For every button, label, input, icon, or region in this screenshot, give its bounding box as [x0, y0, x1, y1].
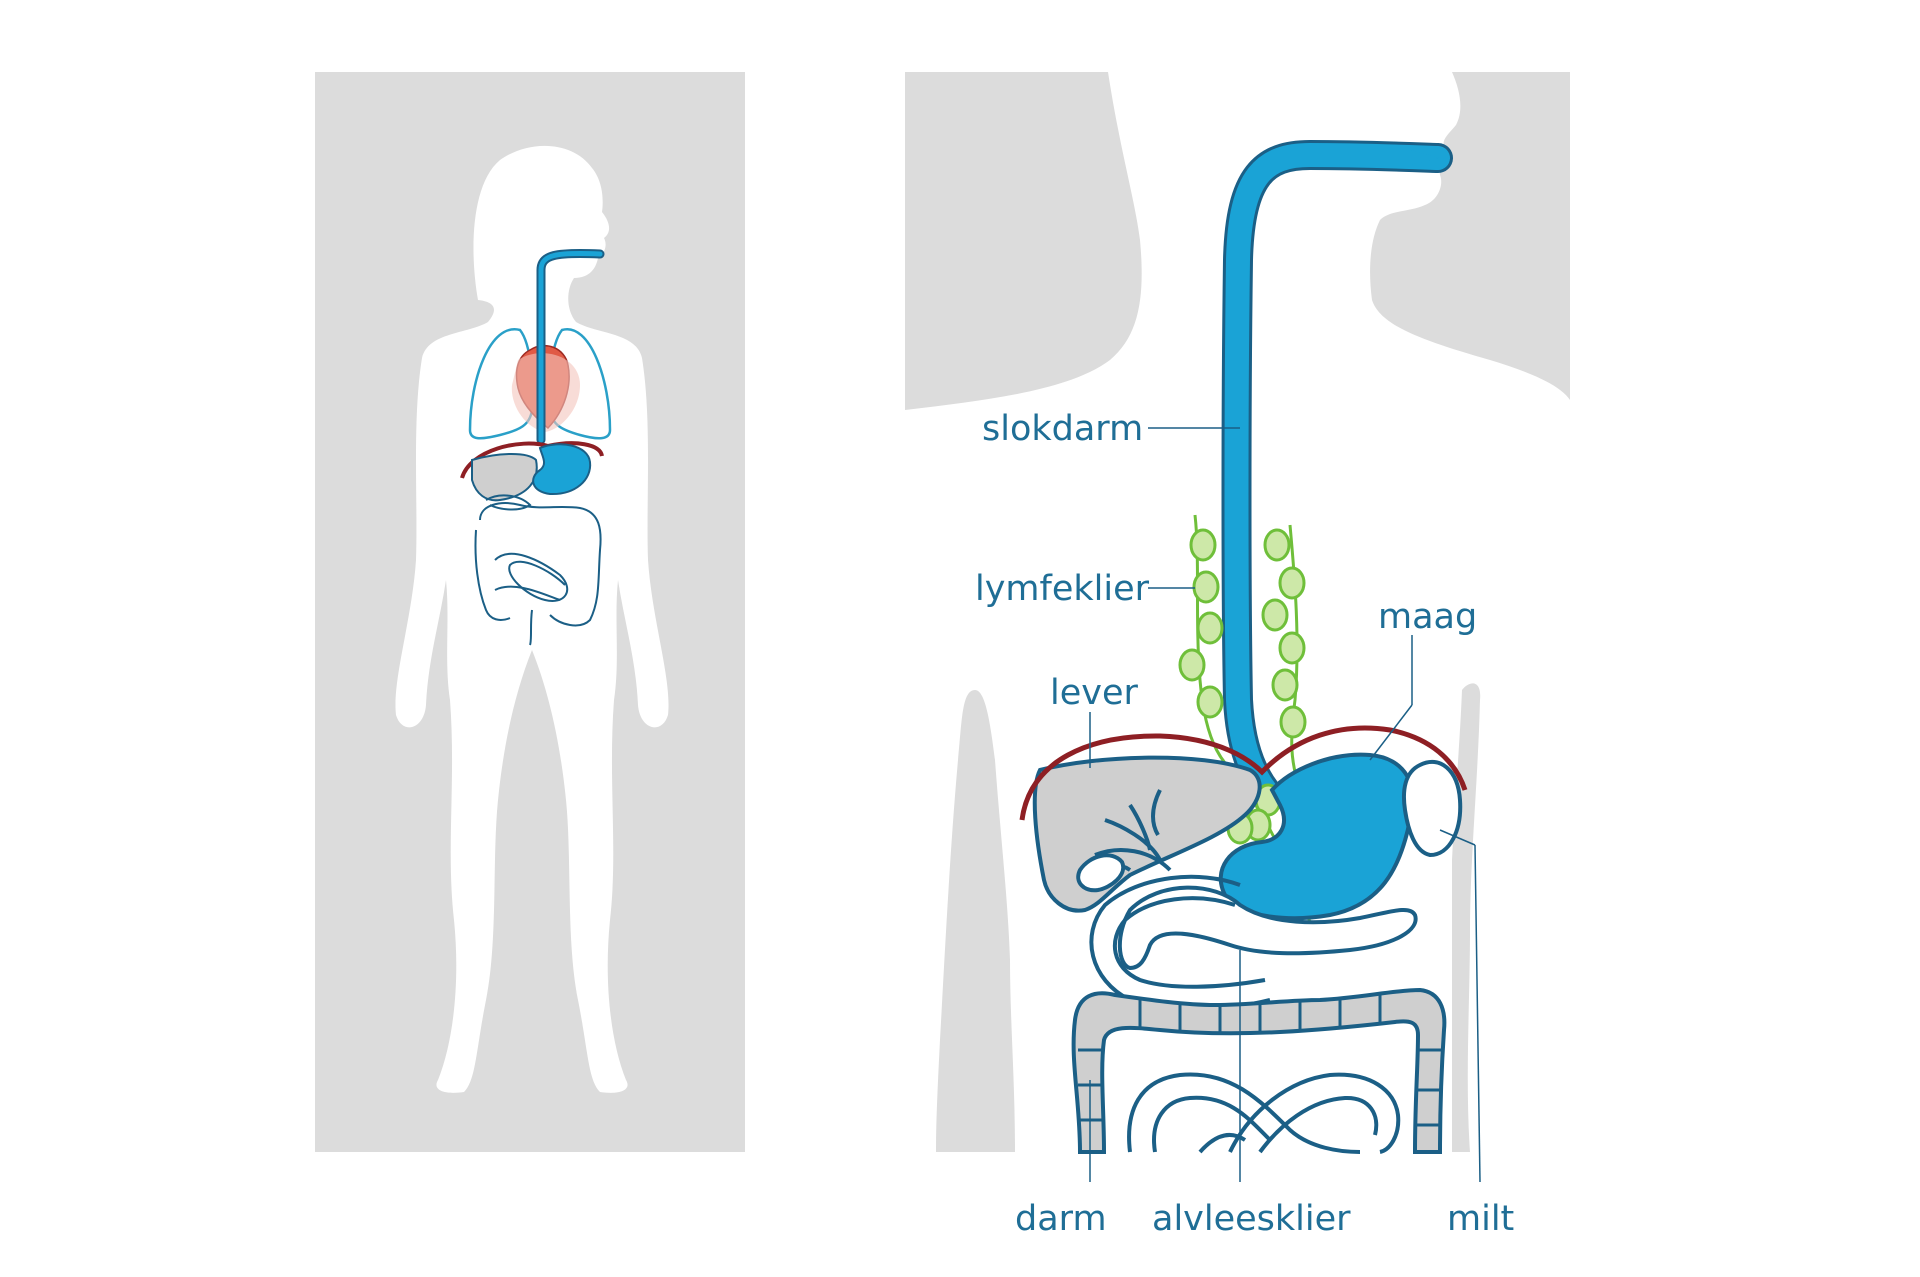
duodenum-inner — [1112, 896, 1266, 989]
esophagus-fill — [1224, 142, 1450, 802]
detail-panel: slokdarm lymfeklier maag lever darm alvl… — [905, 72, 1570, 1239]
label-maag: maag — [1378, 597, 1477, 637]
lymph-node-chain-right — [1261, 524, 1307, 791]
leader-milt-2 — [1474, 844, 1481, 1183]
label-slokdarm: slokdarm — [982, 409, 1143, 449]
spleen — [1401, 759, 1463, 858]
label-milt: milt — [1447, 1199, 1514, 1239]
pericardium — [511, 353, 580, 432]
stomach — [1218, 752, 1416, 921]
esophagus-tip — [1410, 150, 1440, 165]
leader-maag-2 — [1369, 704, 1413, 761]
overview-intestines — [474, 494, 602, 646]
diaphragm — [1019, 725, 1468, 821]
small-intestine — [1127, 1072, 1401, 1154]
gallbladder — [1076, 853, 1126, 893]
pancreas — [1117, 885, 1418, 971]
overview-stomach — [532, 443, 592, 496]
overview-panel — [315, 72, 745, 1152]
label-lymfeklier: lymfeklier — [975, 569, 1150, 609]
label-darm: darm — [1015, 1199, 1107, 1239]
overview-liver — [471, 453, 538, 502]
label-alvleesklier: alvleesklier — [1152, 1199, 1351, 1239]
label-lever: lever — [1050, 673, 1139, 713]
leader-lines — [1089, 427, 1481, 1183]
overview-esophagus-fill — [538, 250, 603, 443]
colon — [1071, 987, 1447, 1154]
leader-milt — [1439, 829, 1476, 846]
colon-haustra — [1078, 992, 1442, 1127]
